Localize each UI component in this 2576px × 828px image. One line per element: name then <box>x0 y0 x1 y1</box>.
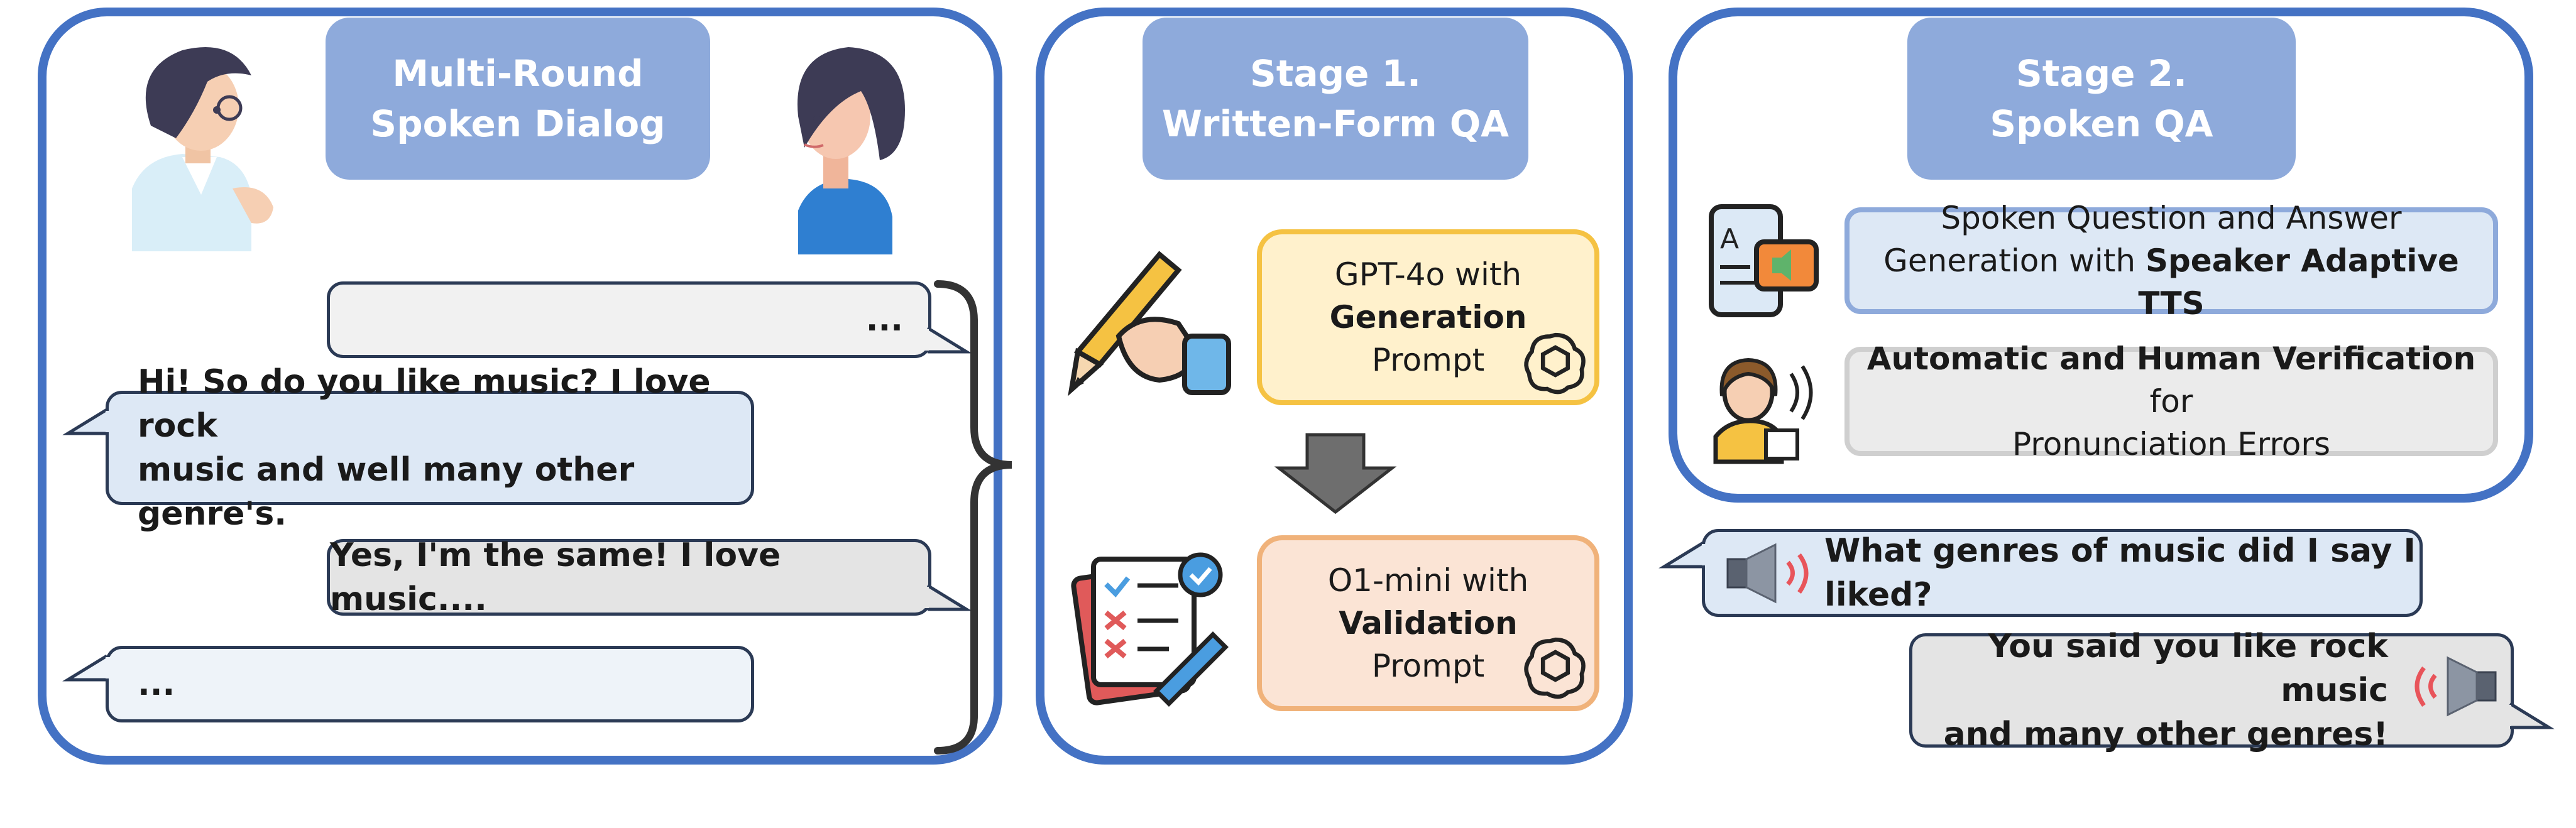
dialog-brace <box>934 280 1012 754</box>
answer-bubble-tail <box>2506 702 2555 729</box>
dialog-bubble-2: Hi! So do you like music? I love rock mu… <box>106 363 754 533</box>
tts-line2: Generation with Speaker Adaptive TTS <box>1850 239 2493 325</box>
answer-bubble: You said you like rock music and many ot… <box>1909 628 2514 753</box>
dialog-bubble-3: Yes, I'm the same! I love music.... <box>327 537 931 618</box>
validation-line3: Prompt <box>1371 648 1485 684</box>
stage2-title-line1: Stage 2. <box>2015 52 2188 95</box>
bubble-tail-2 <box>62 408 111 435</box>
stage2-title: Stage 2. Spoken QA <box>1907 18 2296 180</box>
dialog-bubble-2-line2: music and well many other genre's. <box>138 451 635 533</box>
svg-text:A: A <box>1720 223 1739 255</box>
verification-box: Automatic and Human Verification for Pro… <box>1844 340 2498 462</box>
dialog-bubble-4: ... <box>106 646 754 722</box>
dialog-title: Multi-Round Spoken Dialog <box>326 18 710 180</box>
bubble-tail-1 <box>924 326 972 354</box>
phone-speaker-icon: A <box>1709 204 1819 317</box>
generation-prompt-box: GPT-4o with Generation Prompt <box>1257 229 1599 405</box>
dialog-bubble-2-line1: Hi! So do you like music? I love rock <box>138 363 711 445</box>
speaker-icon <box>2414 656 2497 717</box>
stage1-title-line1: Stage 1. <box>1249 52 1422 95</box>
checklist-icon <box>1071 552 1229 707</box>
down-arrow-icon <box>1274 433 1397 515</box>
dialog-bubble-1-text: ... <box>865 301 903 339</box>
stage1-title-line2: Written-Form QA <box>1161 102 1510 145</box>
validation-line1: O1-mini with <box>1327 562 1529 599</box>
dialog-bubble-1: ... <box>327 281 931 358</box>
dialog-bubble-4-text: ... <box>138 665 175 703</box>
answer-line2: and many other genres! <box>1943 716 2388 753</box>
openai-logo-icon <box>1524 637 1586 699</box>
tts-line2-pre: Generation with <box>1883 242 2146 279</box>
validation-line2: Validation <box>1339 605 1518 641</box>
dialog-bubble-3-text: Yes, I'm the same! I love music.... <box>330 537 781 618</box>
bubble-tail-4 <box>62 654 111 682</box>
woman-with-glasses-icon <box>132 47 273 251</box>
verify-line1: Automatic and Human Verification for <box>1850 337 2493 423</box>
question-bubble: What genres of music did I say I liked? <box>1702 529 2423 617</box>
woman-icon <box>797 47 905 254</box>
verify-line2: Pronunciation Errors <box>2012 426 2330 462</box>
tts-line2-bold: Speaker Adaptive TTS <box>2138 242 2459 322</box>
generation-line2: Generation <box>1329 299 1527 335</box>
dialog-title-line2: Spoken Dialog <box>370 102 666 145</box>
bubble-tail-3 <box>924 584 972 611</box>
generation-line3: Prompt <box>1371 342 1485 378</box>
stage1-title: Stage 1. Written-Form QA <box>1143 18 1528 180</box>
question-text: What genres of music did I say I liked? <box>1824 532 2416 614</box>
dialog-title-line1: Multi-Round <box>392 52 644 95</box>
question-bubble-tail <box>1658 541 1707 569</box>
openai-logo-icon <box>1524 332 1586 395</box>
verify-line1-post: for <box>2149 383 2193 420</box>
tts-box: Spoken Question and Answer Generation wi… <box>1844 200 2498 322</box>
pencil-hand-icon <box>1068 251 1231 396</box>
stage2-title-line2: Spoken QA <box>1990 102 2213 145</box>
operator-icon <box>1713 357 1813 464</box>
speaker-icon <box>1726 543 1809 604</box>
generation-line1: GPT-4o with <box>1334 256 1522 293</box>
validation-prompt-box: O1-mini with Validation Prompt <box>1257 535 1599 711</box>
tts-line1: Spoken Question and Answer <box>1941 200 2402 236</box>
answer-line1: You said you like rock music <box>1988 628 2388 709</box>
verify-line1-bold: Automatic and Human Verification <box>1866 340 2476 377</box>
